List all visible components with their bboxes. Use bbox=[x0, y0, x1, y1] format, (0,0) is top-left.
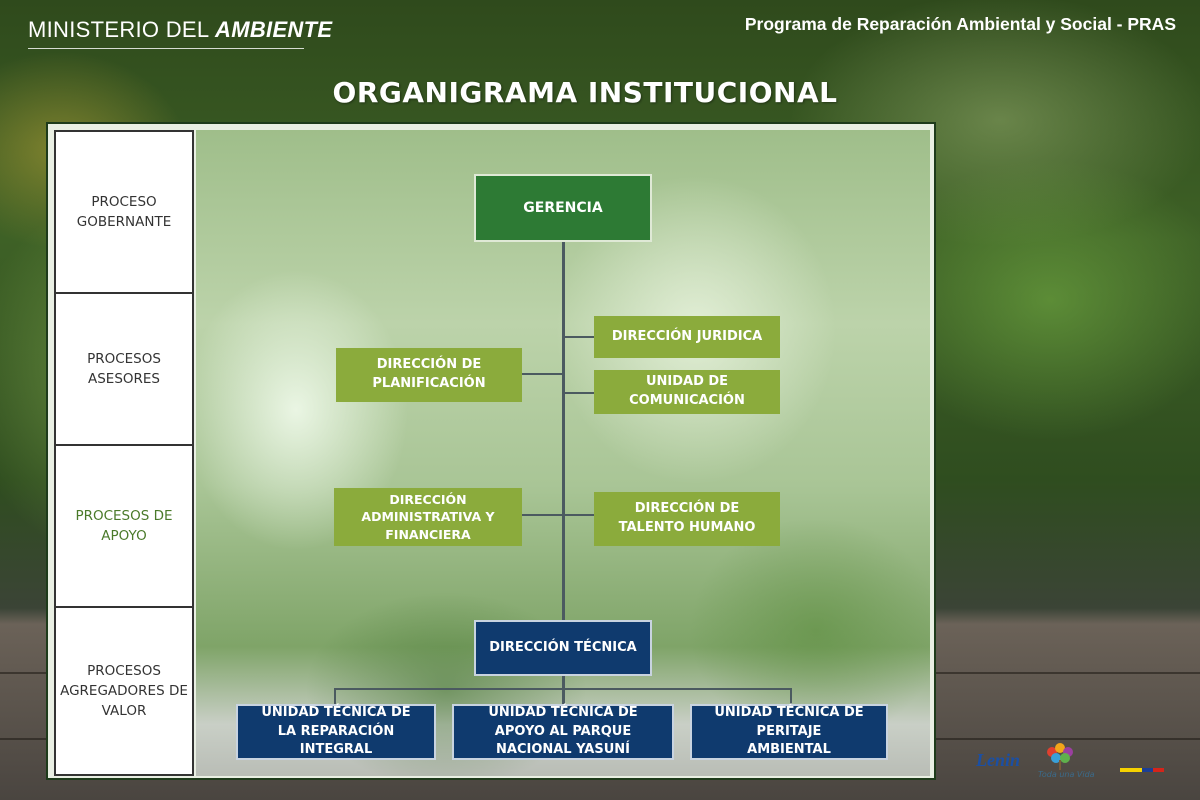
main-vertical-connector bbox=[562, 238, 565, 626]
node-direccion-administrativa: DIRECCIÓN ADMINISTRATIVA Y FINANCIERA bbox=[334, 488, 522, 546]
ministry-logo: MINISTERIO DEL AMBIENTE bbox=[28, 12, 332, 49]
connector-yasuni bbox=[562, 688, 565, 704]
lenin-logo: Lenin bbox=[976, 750, 1021, 770]
process-gobernante: PROCESO GOBERNANTE bbox=[54, 130, 194, 294]
process-asesores: PROCESOS ASESORES bbox=[54, 292, 194, 446]
process-column: PROCESO GOBERNANTE PROCESOS ASESORES PRO… bbox=[54, 130, 194, 776]
node-unidad-comunicacion: UNIDAD DE COMUNICACIÓN bbox=[594, 370, 780, 414]
connector-planificacion bbox=[522, 373, 564, 375]
node-direccion-juridica: DIRECCIÓN JURIDICA bbox=[594, 316, 780, 358]
org-chart-frame: PROCESO GOBERNANTE PROCESOS ASESORES PRO… bbox=[46, 122, 936, 780]
connector-reparacion bbox=[334, 688, 336, 704]
node-direccion-talento-humano: DIRECCIÓN DE TALENTO HUMANO bbox=[594, 492, 780, 546]
tree-logo-icon bbox=[1047, 743, 1073, 770]
program-title: Programa de Reparación Ambiental y Socia… bbox=[744, 14, 1176, 34]
page-title: ORGANIGRAMA INSTITUCIONAL bbox=[332, 76, 838, 109]
ecuador-flag-stripe bbox=[1120, 768, 1164, 772]
node-unidad-reparacion-integral: UNIDAD TÉCNICA DE LA REPARACIÓN INTEGRAL bbox=[236, 704, 436, 760]
connector-peritaje bbox=[790, 688, 792, 704]
connector-apoyo bbox=[522, 514, 594, 516]
process-agregadores: PROCESOS AGREGADORES DE VALOR bbox=[54, 606, 194, 776]
connector-tecnica-down bbox=[562, 675, 565, 691]
node-unidad-peritaje-ambiental: UNIDAD TÉCNICA DE PERITAJE AMBIENTAL bbox=[690, 704, 888, 760]
org-chart-canvas: GERENCIA DIRECCIÓN JURIDICA DIRECCIÓN DE… bbox=[196, 130, 930, 776]
node-gerencia: GERENCIA bbox=[474, 174, 652, 242]
toda-una-vida-logo: Toda una Vida bbox=[1038, 770, 1095, 779]
node-unidad-apoyo-yasuni: UNIDAD TÉCNICA DE APOYO AL PARQUE NACION… bbox=[452, 704, 674, 760]
node-direccion-tecnica: DIRECCIÓN TÉCNICA bbox=[474, 620, 652, 676]
connector-juridica bbox=[562, 336, 594, 338]
process-apoyo: PROCESOS DE APOYO bbox=[54, 444, 194, 608]
connector-comunicacion bbox=[562, 392, 594, 394]
node-direccion-planificacion: DIRECCIÓN DE PLANIFICACIÓN bbox=[336, 348, 522, 402]
footer-logos: Lenin Toda una Vida bbox=[970, 742, 1180, 782]
